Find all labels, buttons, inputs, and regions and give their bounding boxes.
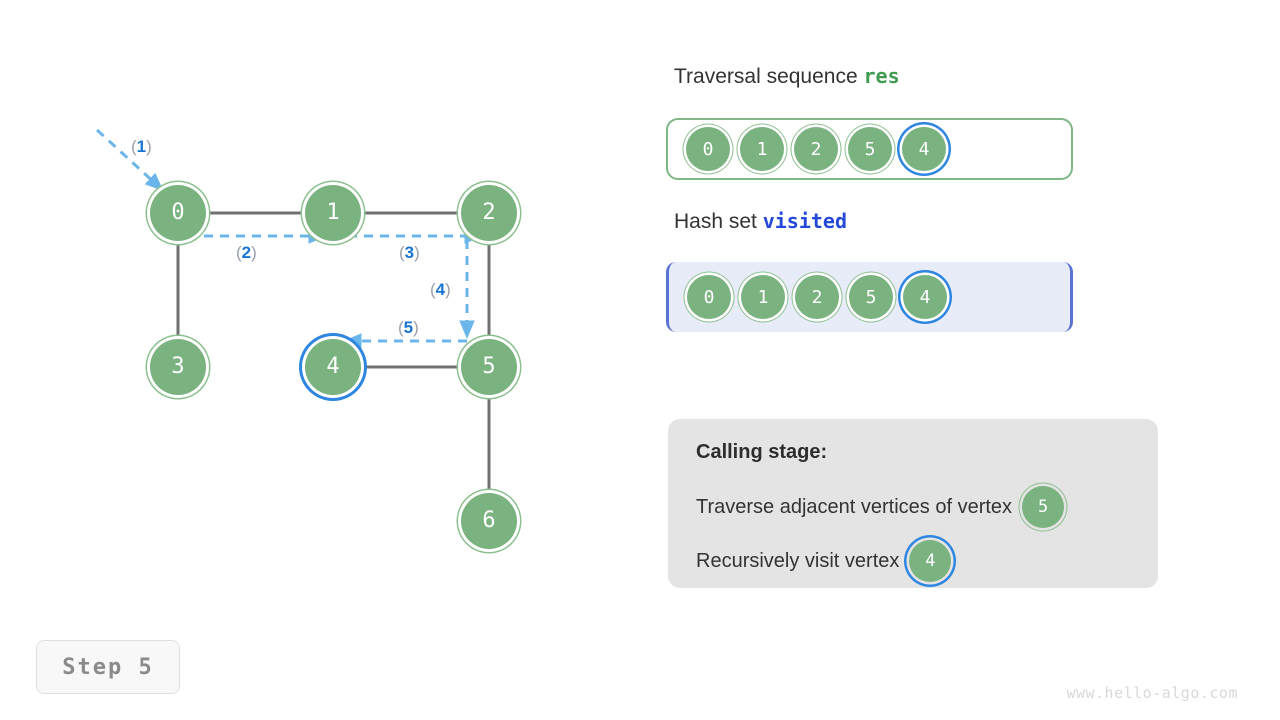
visited-chip-0[interactable]: 0 bbox=[687, 275, 731, 319]
traversal-step-label-1: (1) bbox=[131, 137, 152, 156]
res-title-prefix: Traversal sequence bbox=[674, 65, 858, 88]
graph-vertex-4-label: 4 bbox=[326, 354, 340, 379]
graph-vertex-0[interactable]: 0 bbox=[150, 185, 206, 241]
traversal-arrow-1 bbox=[95, 128, 164, 192]
visited-chip-0-label: 0 bbox=[703, 286, 715, 308]
graph-vertex-1-label: 1 bbox=[326, 200, 340, 225]
res-chip-1-label: 1 bbox=[756, 138, 768, 160]
visited-title-prefix: Hash set bbox=[674, 210, 757, 233]
graph-vertex-2[interactable]: 2 bbox=[461, 185, 517, 241]
graph-vertex-1[interactable]: 1 bbox=[305, 185, 361, 241]
graph-edges-and-arrows bbox=[95, 128, 491, 494]
visited-collection-box: 0 1 2 5 4 bbox=[666, 262, 1073, 332]
visited-chip-2[interactable]: 2 bbox=[795, 275, 839, 319]
edge-group bbox=[176, 211, 491, 494]
calling-stage-line-1-text: Traverse adjacent vertices of vertex bbox=[696, 495, 1013, 518]
calling-stage-title: Calling stage: bbox=[696, 441, 828, 463]
res-chip-3-label: 5 bbox=[864, 138, 876, 160]
traversal-step-label-4: (4) bbox=[430, 280, 451, 299]
res-chip-3[interactable]: 5 bbox=[848, 127, 892, 171]
visited-chip-1-label: 1 bbox=[757, 286, 769, 308]
traversal-arrow-group bbox=[95, 128, 483, 349]
res-chip-1[interactable]: 1 bbox=[740, 127, 784, 171]
visited-title: Hash set visited bbox=[674, 209, 847, 234]
graph-diagram: (1) (2) (3) (4) (5) 0 1 2 3 4 5 6 bbox=[95, 128, 517, 549]
res-chip-2-label: 2 bbox=[810, 138, 822, 160]
graph-vertex-6-label: 6 bbox=[482, 508, 496, 533]
step-badge: Step 5 bbox=[36, 640, 180, 694]
calling-stage-panel: Calling stage: Traverse adjacent vertice… bbox=[668, 419, 1158, 588]
traversal-step-label-3: (3) bbox=[399, 243, 420, 262]
graph-vertex-3-label: 3 bbox=[171, 354, 185, 379]
visited-chip-1[interactable]: 1 bbox=[741, 275, 785, 319]
res-chip-0-label: 0 bbox=[702, 138, 714, 160]
calling-stage-line-2: Recursively visit vertex 4 bbox=[696, 540, 1132, 582]
watermark: www.hello-algo.com bbox=[1066, 684, 1238, 702]
visited-chip-3[interactable]: 5 bbox=[849, 275, 893, 319]
graph-vertex-5[interactable]: 5 bbox=[461, 339, 517, 395]
calling-stage-line-2-text: Recursively visit vertex bbox=[696, 549, 900, 572]
traversal-step-label-2: (2) bbox=[236, 243, 257, 262]
graph-vertex-5-label: 5 bbox=[482, 354, 496, 379]
calling-stage-line-2-chip[interactable]: 4 bbox=[909, 540, 952, 582]
res-chip-4[interactable]: 4 bbox=[902, 127, 946, 171]
visited-chip-3-label: 5 bbox=[865, 286, 877, 308]
res-chip-4-label: 4 bbox=[918, 138, 930, 160]
graph-vertex-4[interactable]: 4 bbox=[305, 339, 361, 395]
calling-stage-line-2-chip-label: 4 bbox=[925, 551, 936, 571]
res-title: Traversal sequence res bbox=[674, 64, 900, 89]
calling-stage-line-1-chip-label: 5 bbox=[1037, 497, 1049, 517]
visited-chip-4[interactable]: 4 bbox=[903, 275, 947, 319]
graph-vertex-3[interactable]: 3 bbox=[150, 339, 206, 395]
res-chip-2[interactable]: 2 bbox=[794, 127, 838, 171]
graph-vertex-6[interactable]: 6 bbox=[461, 493, 517, 549]
graph-vertex-0-label: 0 bbox=[171, 200, 185, 225]
traversal-step-label-5: (5) bbox=[398, 318, 419, 337]
res-title-code: res bbox=[863, 64, 900, 88]
res-collection-box: 0 1 2 5 4 bbox=[666, 118, 1073, 180]
graph-vertex-2-label: 2 bbox=[482, 200, 496, 225]
step-badge-label: Step 5 bbox=[62, 654, 154, 680]
calling-stage-line-1: Traverse adjacent vertices of vertex 5 bbox=[696, 486, 1132, 528]
visited-chip-4-label: 4 bbox=[919, 286, 931, 308]
visited-title-code: visited bbox=[762, 209, 848, 233]
right-panel: Traversal sequence res 0 1 2 5 4 Hash se… bbox=[666, 0, 1280, 720]
visited-chip-2-label: 2 bbox=[811, 286, 823, 308]
res-chip-0[interactable]: 0 bbox=[686, 127, 730, 171]
calling-stage-line-1-chip[interactable]: 5 bbox=[1022, 486, 1065, 528]
